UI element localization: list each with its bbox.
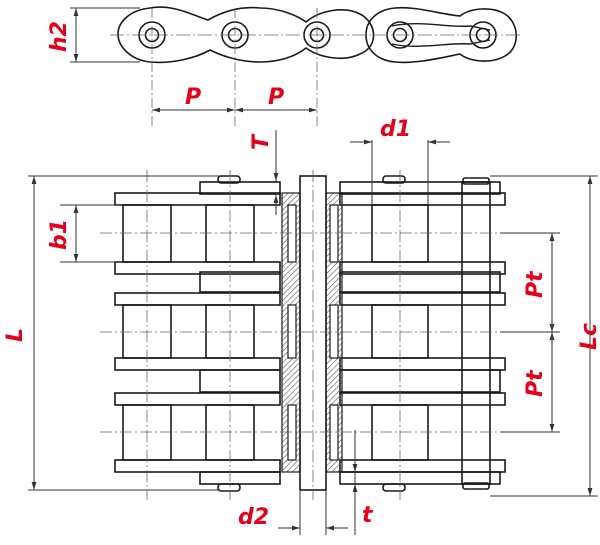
- label-t-upper: T: [249, 133, 274, 150]
- label-h2: h2: [47, 21, 72, 52]
- dimension-labels: h2 P P T d1 b1 L Pt Pt Lc d2 t: [3, 21, 600, 530]
- plate-row-3b: [114, 459, 281, 473]
- inner-plate: [117, 6, 375, 64]
- pin-head-bot-mid: [382, 483, 406, 492]
- top-outer-plate-right: [339, 181, 501, 195]
- label-b1: b1: [47, 219, 72, 250]
- section-hatch: [281, 192, 343, 473]
- pin-head-top-mid: [382, 175, 406, 184]
- mid-plate-r2: [339, 369, 501, 393]
- outer-plate: [365, 6, 518, 64]
- bottom-outer-plate-right: [339, 471, 501, 485]
- label-pt-upper: Pt: [523, 270, 548, 298]
- plate-row-r2a: [339, 292, 506, 306]
- label-t-lower: t: [362, 503, 374, 528]
- plate-row-1a: [114, 192, 281, 206]
- right-pin-head-top: [462, 177, 490, 185]
- label-lc: Lc: [577, 323, 600, 350]
- pin-head-top-left: [217, 175, 241, 184]
- plate-row-r2b: [339, 357, 506, 371]
- label-p-left: P: [185, 85, 201, 110]
- bottom-outer-plate-left: [199, 471, 281, 485]
- plate-row-2a: [114, 292, 281, 306]
- plate-row-r1a: [339, 192, 506, 206]
- spring-clip: [391, 23, 491, 47]
- plate-row-2b: [114, 357, 281, 371]
- top-view: [114, 175, 506, 492]
- right-pin: [461, 181, 491, 485]
- mid-plate-1: [199, 271, 281, 293]
- label-d2: d2: [238, 505, 269, 530]
- plate-row-r3b: [339, 459, 506, 473]
- side-view: [110, 6, 520, 128]
- right-pin-head-bot: [462, 482, 490, 490]
- plate-row-r3a: [339, 392, 506, 406]
- label-p-right: P: [268, 85, 284, 110]
- top-outer-plate-left: [199, 181, 281, 195]
- h2-dimension: [70, 7, 140, 63]
- label-pt-lower: Pt: [523, 369, 548, 397]
- plate-row-3a: [114, 392, 281, 406]
- mid-plate-r1: [339, 271, 501, 293]
- label-d1: d1: [380, 117, 411, 142]
- dimension-lines: [28, 130, 598, 535]
- pin-head-bot-left: [217, 483, 241, 492]
- plate-row-1b: [114, 261, 281, 275]
- label-l: L: [3, 328, 28, 342]
- mid-plate-2: [199, 369, 281, 393]
